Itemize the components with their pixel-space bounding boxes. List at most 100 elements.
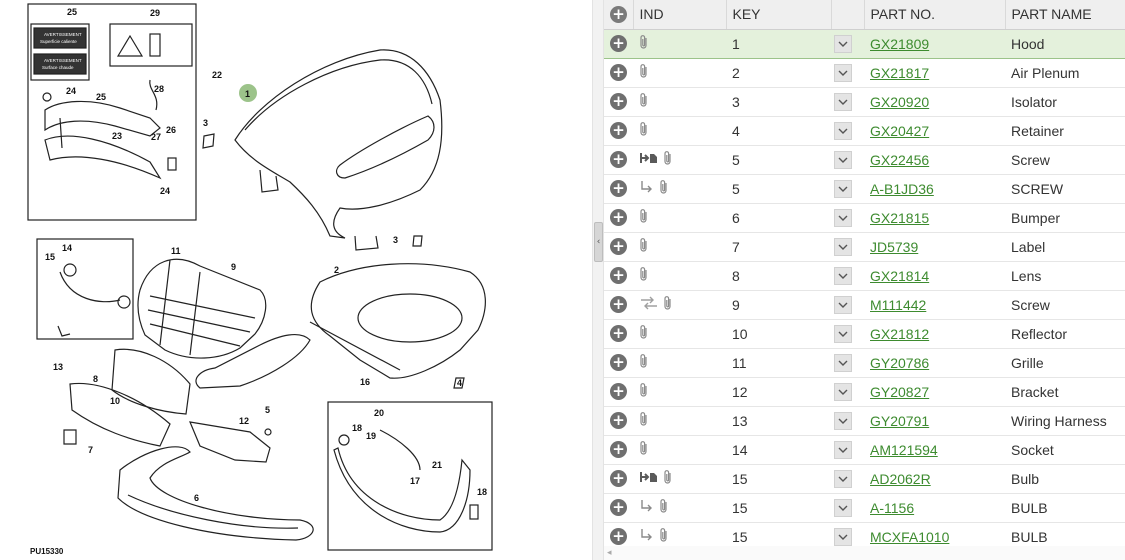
dropdown-cell[interactable] [831, 174, 864, 204]
chevron-down-icon[interactable] [834, 93, 852, 111]
attachment-icon[interactable] [639, 63, 649, 82]
add-icon[interactable]: + [610, 122, 627, 139]
horizontal-scrollbar[interactable]: ◂ [604, 546, 1125, 560]
chevron-down-icon[interactable] [834, 238, 852, 256]
dropdown-cell[interactable] [831, 261, 864, 291]
add-cell[interactable]: + [604, 290, 633, 320]
scroll-left-icon[interactable]: ◂ [607, 548, 612, 558]
attachment-icon[interactable] [663, 150, 673, 169]
add-cell[interactable]: + [604, 28, 633, 59]
add-icon[interactable]: + [610, 383, 627, 400]
attachment-icon[interactable] [659, 527, 669, 546]
interchange-icon[interactable] [639, 296, 659, 313]
add-icon[interactable]: + [610, 441, 627, 458]
dropdown-cell[interactable] [831, 319, 864, 349]
attachment-icon[interactable] [639, 92, 649, 111]
attachment-icon[interactable] [639, 237, 649, 256]
part-number-link[interactable]: GX21815 [870, 209, 930, 226]
pane-splitter[interactable]: ‹ [592, 0, 604, 560]
callout[interactable]: 8 [93, 374, 98, 384]
add-cell[interactable]: + [604, 116, 633, 146]
callout[interactable]: 20 [374, 408, 384, 418]
add-icon[interactable]: + [610, 354, 627, 371]
attachment-icon[interactable] [639, 324, 649, 343]
callout[interactable]: 5 [265, 405, 270, 415]
callout[interactable]: 21 [432, 460, 442, 470]
part-number-link[interactable]: GX22456 [870, 151, 930, 168]
attachment-icon[interactable] [639, 382, 649, 401]
chevron-down-icon[interactable] [834, 122, 852, 140]
attachment-icon[interactable] [639, 208, 649, 227]
split-indicator-icon[interactable] [639, 470, 659, 487]
callout[interactable]: 2 [334, 265, 339, 275]
callout[interactable]: 1 [245, 89, 250, 99]
part-number-link[interactable]: M111442 [870, 296, 927, 313]
add-cell[interactable]: + [604, 174, 633, 204]
chevron-down-icon[interactable] [834, 180, 852, 198]
add-icon[interactable]: + [610, 238, 627, 255]
dropdown-cell[interactable] [831, 232, 864, 262]
add-icon[interactable]: + [610, 64, 627, 81]
dropdown-cell[interactable] [831, 435, 864, 465]
add-cell[interactable]: + [604, 493, 633, 523]
add-cell[interactable]: + [604, 232, 633, 262]
add-cell[interactable]: + [604, 203, 633, 233]
add-cell[interactable]: + [604, 377, 633, 407]
part-number-link[interactable]: AD2062R [870, 470, 931, 487]
callout[interactable]: 18 [352, 423, 362, 433]
chevron-down-icon[interactable] [834, 209, 852, 227]
callout[interactable]: 14 [62, 243, 72, 253]
chevron-down-icon[interactable] [834, 35, 852, 53]
dropdown-cell[interactable] [831, 406, 864, 436]
add-all-header[interactable]: + [604, 0, 634, 30]
add-cell[interactable]: + [604, 435, 633, 465]
chevron-down-icon[interactable] [834, 296, 852, 314]
callout[interactable]: 28 [154, 84, 164, 94]
add-icon[interactable]: + [610, 499, 627, 516]
selected-callout-marker[interactable] [239, 84, 257, 102]
attachment-icon[interactable] [663, 295, 673, 314]
part-number-link[interactable]: GX20427 [870, 122, 930, 139]
add-icon[interactable]: + [610, 5, 627, 23]
add-cell[interactable]: + [604, 464, 633, 494]
attachment-icon[interactable] [639, 353, 649, 372]
dropdown-cell[interactable] [831, 348, 864, 378]
part-number-link[interactable]: A-B1JD36 [870, 180, 934, 197]
dropdown-cell[interactable] [831, 28, 864, 59]
add-cell[interactable]: + [604, 319, 633, 349]
parts-diagram[interactable]: 25 29 22 24 25 23 28 27 26 24 3 1 14 15 … [0, 0, 592, 560]
callout[interactable]: 10 [110, 396, 120, 406]
add-icon[interactable]: + [610, 35, 627, 52]
callout[interactable]: 3 [203, 118, 208, 128]
add-icon[interactable]: + [610, 470, 627, 487]
callout[interactable]: 13 [53, 362, 63, 372]
add-cell[interactable]: + [604, 87, 633, 117]
callout[interactable]: 23 [112, 131, 122, 141]
chevron-down-icon[interactable] [834, 354, 852, 372]
add-icon[interactable]: + [610, 180, 627, 197]
attachment-icon[interactable] [639, 266, 649, 285]
dropdown-cell[interactable] [831, 203, 864, 233]
sub-part-icon[interactable] [639, 499, 655, 516]
add-icon[interactable]: + [610, 296, 627, 313]
header-part-no[interactable]: PART NO. [864, 0, 1006, 30]
part-number-link[interactable]: GX21814 [870, 267, 930, 284]
dropdown-cell[interactable] [831, 493, 864, 523]
add-cell[interactable]: + [604, 261, 633, 291]
callout[interactable]: 25 [96, 92, 106, 102]
add-icon[interactable]: + [610, 412, 627, 429]
